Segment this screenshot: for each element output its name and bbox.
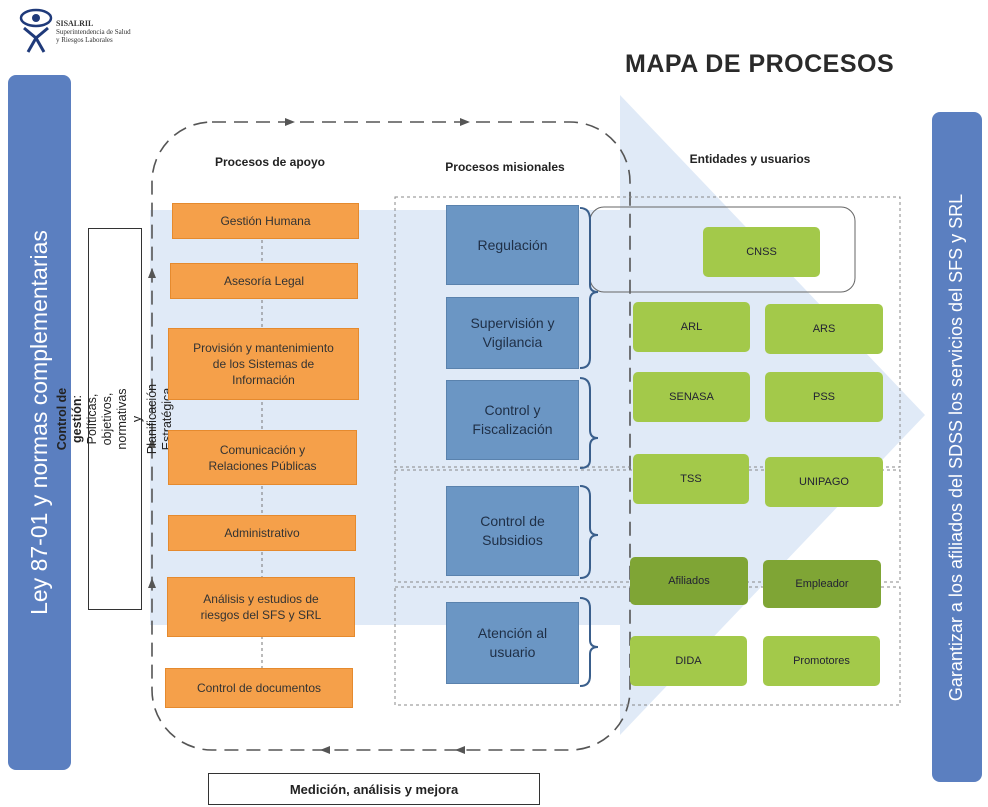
- entidad-promotores: Promotores: [763, 636, 880, 686]
- logo-name: SISALRIL: [56, 19, 94, 28]
- col-head-apoyo: Procesos de apoyo: [214, 155, 326, 169]
- apoyo-comunicacion: Comunicación y Relaciones Públicas: [168, 430, 357, 485]
- misional-control-fiscalizacion: Control y Fiscalización: [446, 380, 579, 460]
- left-banner-text: Ley 87-01 y normas complementarias: [26, 230, 53, 615]
- misional-control-subsidios: Control de Subsidios: [446, 486, 579, 576]
- footer-medicion: Medición, análisis y mejora: [208, 773, 540, 805]
- apoyo-analisis-riesgos: Análisis y estudios de riesgos del SFS y…: [167, 577, 355, 637]
- apoyo-gestion-humana: Gestión Humana: [172, 203, 359, 239]
- col-head-entidades: Entidades y usuarios: [689, 152, 811, 166]
- apoyo-administrativo: Administrativo: [168, 515, 356, 551]
- logo-icon: [18, 8, 54, 56]
- apoyo-sistemas-informacion: Provisión y mantenimiento de los Sistema…: [168, 328, 359, 400]
- entidad-ars: ARS: [765, 304, 883, 354]
- right-banner-text: Garantizar a los afiliados del SDSS los …: [946, 193, 967, 701]
- control-gestion-rest: : Políticas, objetivos, normativas y Pla…: [70, 383, 175, 455]
- control-gestion-box: Control de gestión: Políticas, objetivos…: [55, 228, 174, 610]
- entidad-cnss: CNSS: [703, 227, 820, 277]
- right-banner: Garantizar a los afiliados del SDSS los …: [932, 112, 982, 782]
- entidad-empleador: Empleador: [763, 560, 881, 608]
- entidad-pss: PSS: [765, 372, 883, 422]
- entidad-unipago: UNIPAGO: [765, 457, 883, 507]
- logo-line-2: y Riesgos Laborales: [56, 36, 113, 44]
- page-title: MAPA DE PROCESOS: [625, 50, 895, 78]
- logo-line-1: Superintendencia de Salud: [56, 28, 131, 36]
- entidad-afiliados: Afiliados: [630, 557, 748, 605]
- col-head-misionales: Procesos misionales: [445, 160, 565, 174]
- logo-text: SISALRIL Superintendencia de Salud y Rie…: [56, 19, 176, 45]
- control-gestion-text: Control de gestión: Políticas, objetivos…: [55, 384, 175, 454]
- misional-regulacion: Regulación: [446, 205, 579, 285]
- misional-supervision: Supervisión y Vigilancia: [446, 297, 579, 369]
- left-banner: Ley 87-01 y normas complementarias: [8, 75, 71, 770]
- entidad-tss: TSS: [633, 454, 749, 504]
- entidad-arl: ARL: [633, 302, 750, 352]
- misional-atencion-usuario: Atención al usuario: [446, 602, 579, 684]
- apoyo-control-documentos: Control de documentos: [165, 668, 353, 708]
- entidad-senasa: SENASA: [633, 372, 750, 422]
- entidad-dida: DIDA: [630, 636, 747, 686]
- apoyo-asesoria-legal: Asesoría Legal: [170, 263, 358, 299]
